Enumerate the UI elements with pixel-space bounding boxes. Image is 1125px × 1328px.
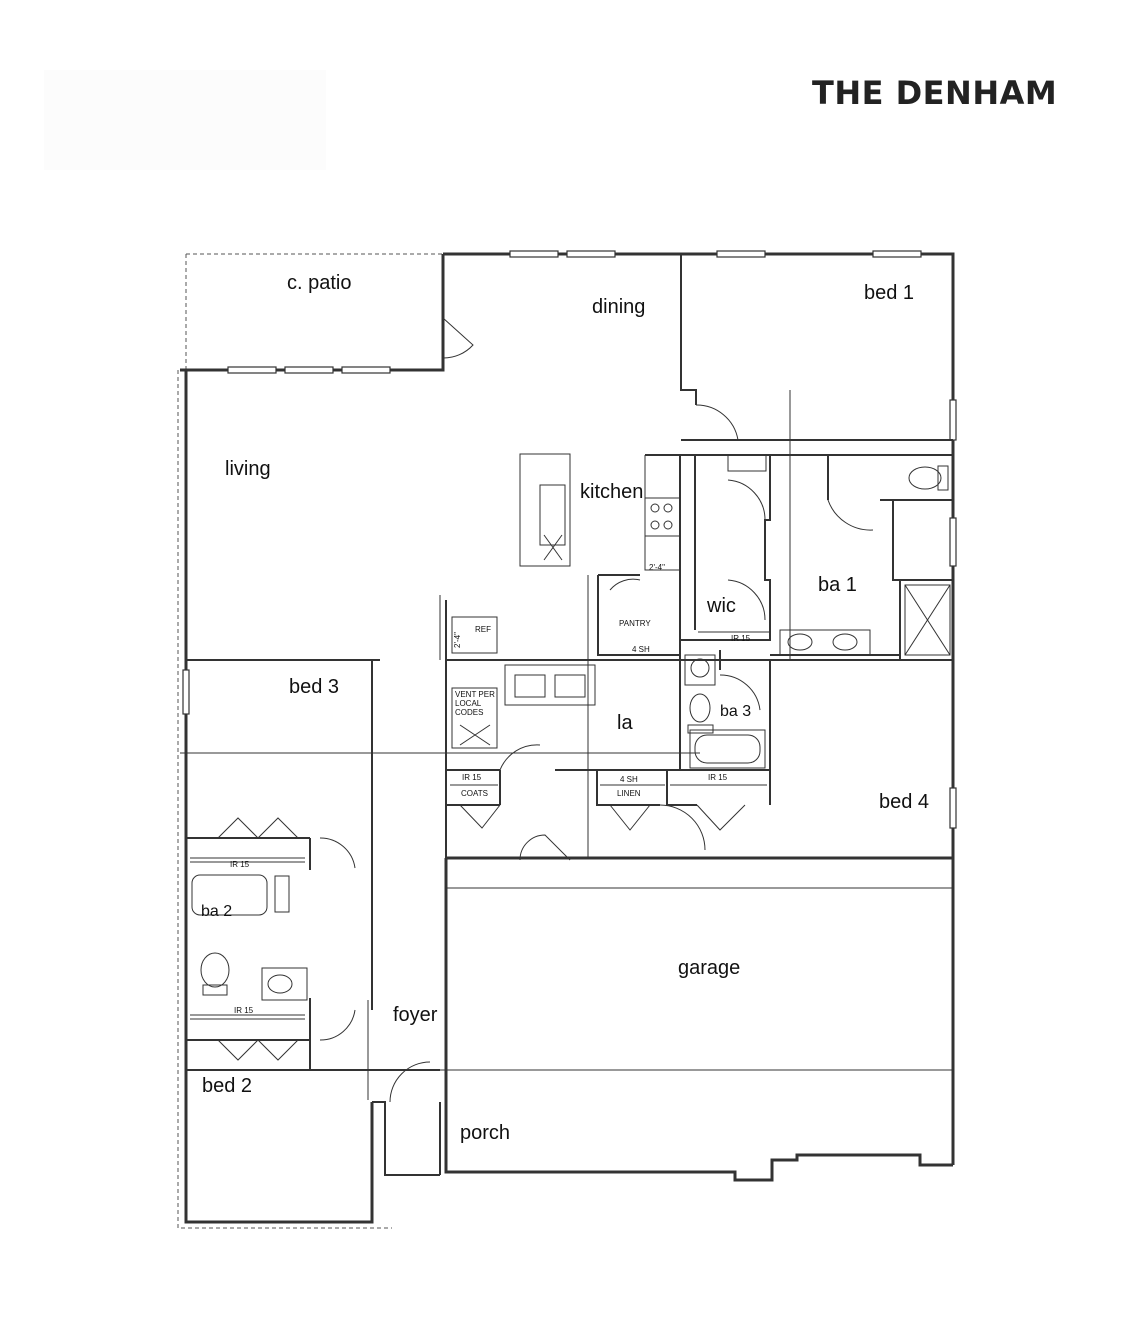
label-vent-3: CODES (455, 708, 483, 717)
label-coats: COATS (461, 789, 488, 798)
small-annotations: PANTRY 4 SH REF VENT PER LOCAL CODES IR … (230, 563, 751, 1015)
label-ref: REF (475, 625, 491, 634)
label-bed4: bed 4 (879, 791, 929, 813)
label-wic-ir: IR 15 (731, 634, 751, 643)
exterior-walls (177, 252, 955, 1229)
page-title: THE DENHAM (812, 74, 1058, 112)
label-ba2-ir-top: IR 15 (230, 860, 250, 869)
label-ba2-ir-bottom: IR 15 (234, 1006, 254, 1015)
label-wic: wic (706, 595, 736, 617)
label-ba2: ba 2 (201, 903, 232, 920)
label-linen-shelf: 4 SH (620, 775, 638, 784)
label-pantry-shelf: 4 SH (632, 645, 650, 654)
label-foyer: foyer (393, 1004, 438, 1026)
label-pantry: PANTRY (619, 619, 651, 628)
label-bed2: bed 2 (202, 1075, 252, 1097)
label-patio: c. patio (287, 272, 351, 294)
closet-shelves (190, 631, 770, 1020)
windows (182, 250, 957, 829)
label-coats-ir: IR 15 (462, 773, 482, 782)
label-ba3-ir: IR 15 (708, 773, 728, 782)
label-garage: garage (678, 957, 740, 979)
label-dim-ref: 2'-4" (453, 632, 462, 648)
label-vent-2: LOCAL (455, 699, 482, 708)
label-porch: porch (460, 1122, 510, 1144)
label-vent-1: VENT PER (455, 690, 495, 699)
label-ba3: ba 3 (720, 703, 751, 720)
label-kitchen: kitchen (580, 481, 643, 503)
room-labels: c. patio dining bed 1 living kitchen ba … (201, 272, 929, 1144)
label-dining: dining (592, 296, 645, 318)
dimension-lines (180, 390, 953, 1071)
label-la: la (617, 712, 633, 734)
label-bed1: bed 1 (864, 282, 914, 304)
label-linen: LINEN (617, 789, 641, 798)
fixtures (191, 453, 951, 1001)
label-living: living (225, 458, 271, 480)
logo-placeholder (44, 70, 326, 170)
interior-walls (186, 254, 953, 1100)
label-ba1: ba 1 (818, 574, 857, 596)
label-bed3: bed 3 (289, 676, 339, 698)
doors (217, 317, 874, 1103)
label-dim-kitchen: 2'-4" (649, 563, 665, 572)
